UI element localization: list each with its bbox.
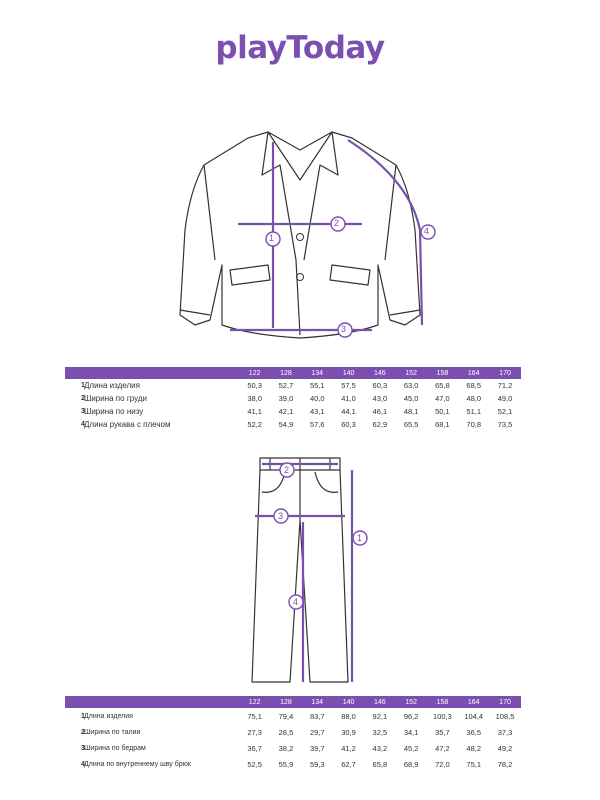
size-122: 122 (248, 369, 261, 377)
jacket-marker-2 (330, 216, 346, 232)
table-row: 4 Длина рукава с плечом 52,2 54,9 57,6 6… (81, 420, 513, 429)
trousers-label-1: 1 (357, 533, 363, 543)
row-label: Длина рукава с плечом (84, 420, 171, 429)
trousers-size-header: 122 128 134 140 146 152 158 164 170 (65, 696, 521, 708)
size-134: 134 (311, 698, 324, 706)
trousers-label-3: 3 (278, 511, 284, 521)
size-146: 146 (373, 369, 386, 377)
trousers-marker-2 (279, 462, 295, 478)
size-152: 152 (405, 369, 417, 377)
brand-logo: playToday (215, 30, 385, 66)
trousers-label-2: 2 (284, 465, 290, 475)
row-label: Ширина по груди (84, 394, 147, 403)
row-label: Ширина по бедрам (84, 744, 146, 752)
size-170: 170 (499, 698, 511, 706)
jacket-illustration (179, 131, 436, 339)
size-170: 170 (499, 369, 511, 377)
jacket-size-table: 122 128 134 140 146 152 158 164 170 1 Дл… (65, 367, 521, 431)
jacket-label-3: 3 (341, 324, 347, 334)
size-158: 158 (436, 698, 449, 706)
jacket-label-4: 4 (424, 226, 430, 236)
table-row: 3 Ширина по бедрам 36,7 38,2 39,7 41,2 4… (81, 743, 513, 753)
row-label: Длина изделия (84, 712, 133, 720)
row-label: Ширина по талии (84, 728, 141, 736)
size-140: 140 (342, 698, 355, 706)
trousers-marker-3 (273, 508, 289, 524)
size-158: 158 (436, 369, 449, 377)
size-134: 134 (311, 369, 324, 377)
trousers-illustration (251, 457, 368, 683)
jacket-label-2: 2 (334, 218, 340, 228)
size-140: 140 (342, 369, 355, 377)
size-146: 146 (373, 698, 386, 706)
trousers-size-table: 122 128 134 140 146 152 158 164 170 1 Дл… (65, 696, 521, 772)
row-label: Длина по внутреннему шву брюк (84, 760, 191, 768)
table-row: 4 Длина по внутреннему шву брюк 52,5 55,… (81, 759, 513, 769)
table-row: 2 Ширина по талии 27,3 28,5 29,7 30,9 32… (81, 727, 513, 737)
size-152: 152 (405, 698, 417, 706)
jacket-label-1: 1 (269, 233, 275, 243)
size-128: 128 (280, 369, 292, 377)
row-label: Длина изделия (84, 381, 140, 390)
table-row: 1 Длина изделия 75,1 79,4 83,7 88,0 92,1… (81, 711, 515, 721)
trousers-label-4: 4 (293, 597, 299, 607)
size-164: 164 (467, 369, 480, 377)
jacket-marker-1 (265, 231, 281, 247)
row-label: Ширина по низу (84, 407, 144, 416)
trousers-marker-1 (352, 530, 368, 546)
size-122: 122 (248, 698, 261, 706)
jacket-size-header: 122 128 134 140 146 152 158 164 170 (65, 367, 521, 379)
size-128: 128 (280, 698, 292, 706)
trousers-marker-4 (288, 594, 304, 610)
size-164: 164 (467, 698, 480, 706)
table-row: 2 Ширина по груди 38,0 39,0 40,0 41,0 43… (81, 394, 513, 403)
jacket-marker-4 (420, 224, 436, 240)
table-row: 1 Длина изделия 50,3 52,7 55,1 57,5 60,3… (81, 381, 513, 390)
table-row: 3 Ширина по низу 41,1 42,1 43,1 44,1 46,… (81, 407, 513, 416)
jacket-marker-3 (337, 322, 353, 338)
